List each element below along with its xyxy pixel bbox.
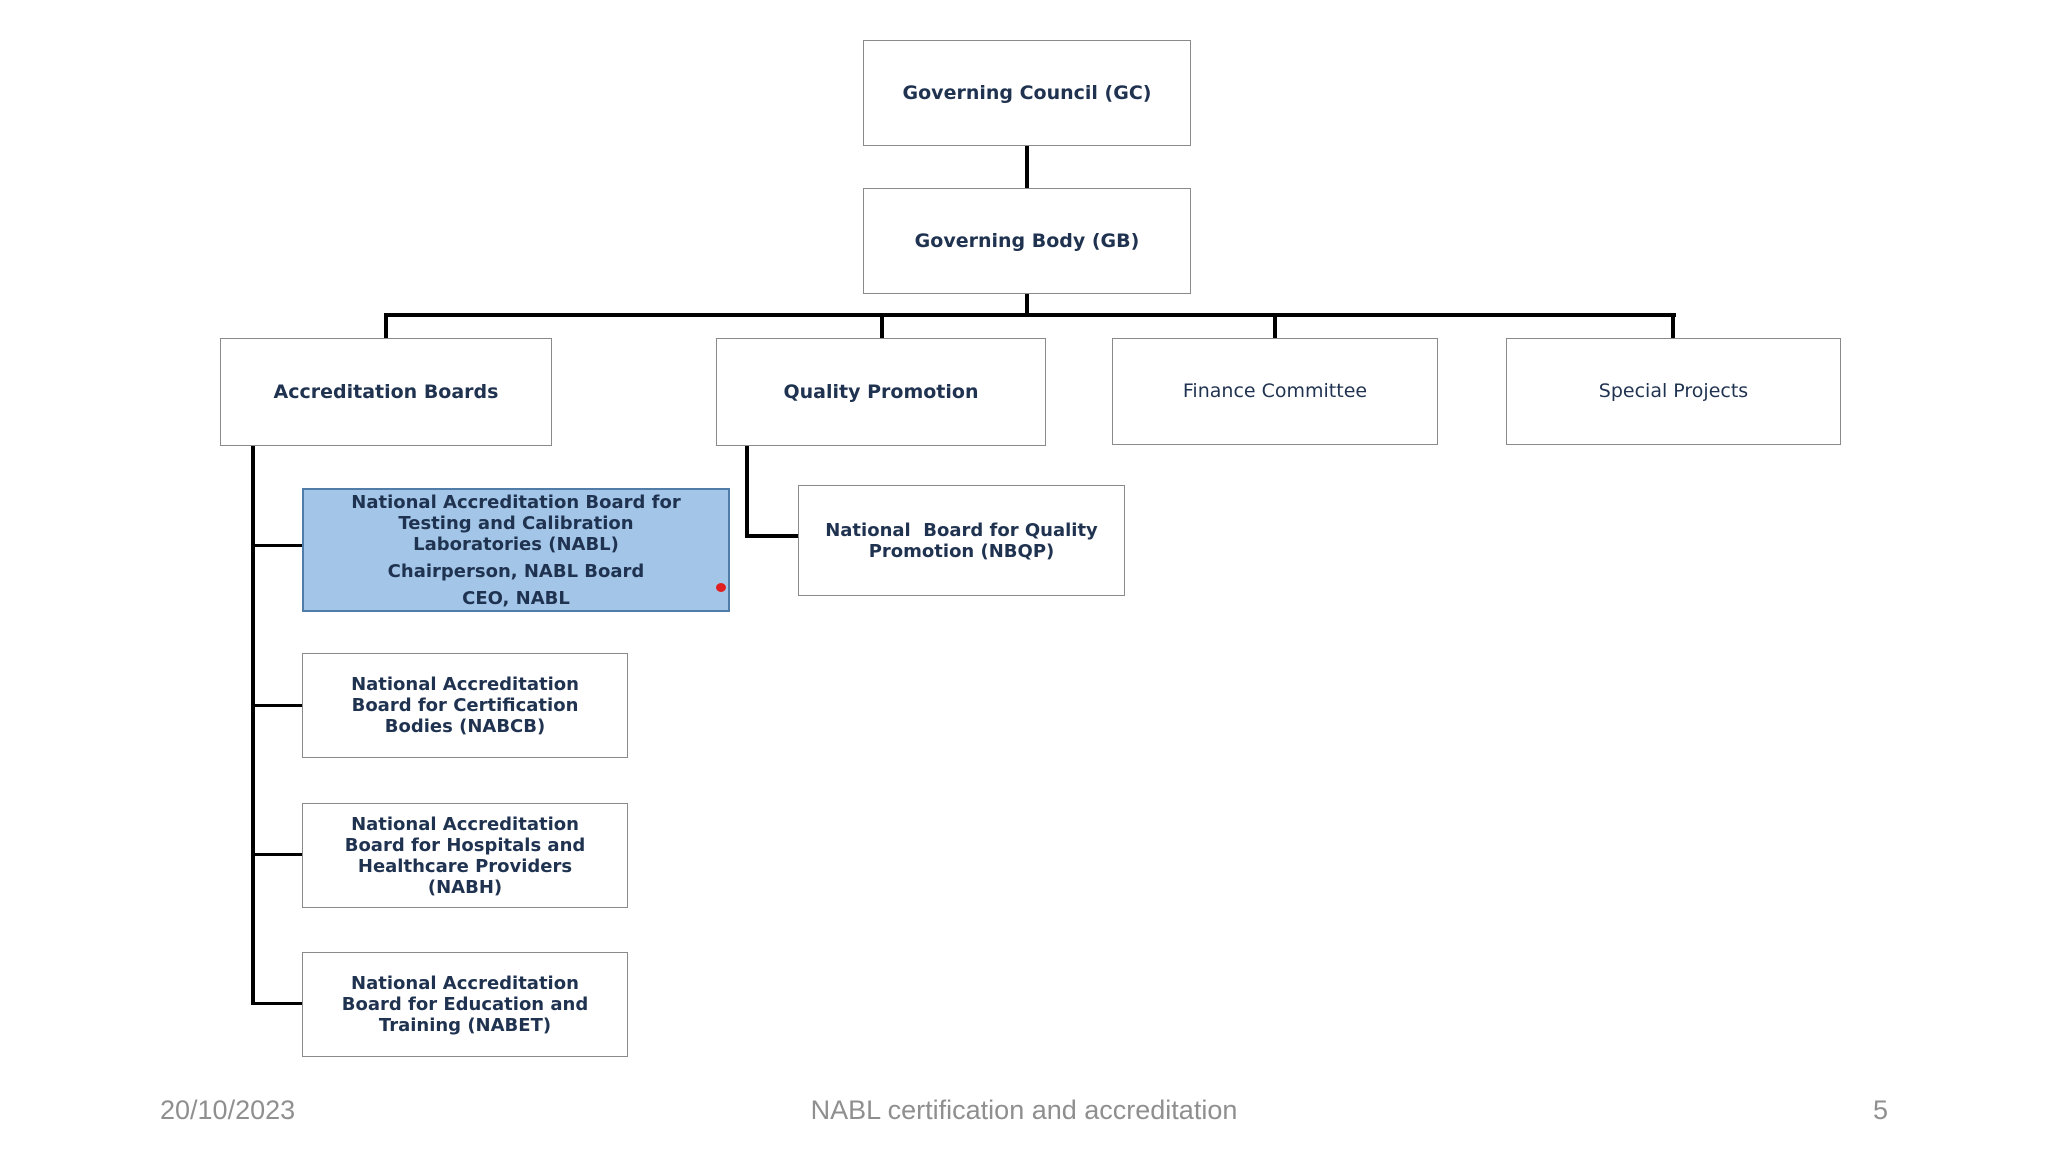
node-special-projects: Special Projects <box>1506 338 1841 445</box>
node-nabl-chairperson: Chairperson, NABL Board <box>387 560 645 582</box>
node-nabet: National Accreditation Board for Educati… <box>302 952 628 1057</box>
connector-accreditation-trunk <box>251 446 255 1005</box>
node-nabet-label: National Accreditation Board for Educati… <box>341 973 589 1036</box>
connector-drop-quality <box>880 315 884 339</box>
node-nabh-label: National Accreditation Board for Hospita… <box>344 813 586 898</box>
connector-drop-accreditation <box>384 315 388 339</box>
connector-gc-to-gb <box>1025 146 1029 188</box>
footer-date: 20/10/2023 <box>160 1095 296 1125</box>
footer-title: NABL certification and accreditation <box>810 1095 1238 1125</box>
node-accreditation-boards: Accreditation Boards <box>220 338 552 446</box>
node-finance-committee: Finance Committee <box>1112 338 1438 445</box>
node-governing-body: Governing Body (GB) <box>863 188 1191 294</box>
connector-quality-vertical <box>745 446 749 538</box>
node-governing-council: Governing Council (GC) <box>863 40 1191 146</box>
node-quality-promotion-label: Quality Promotion <box>783 380 979 403</box>
footer-page-number: 5 <box>1872 1095 1888 1125</box>
node-accreditation-boards-label: Accreditation Boards <box>273 380 499 403</box>
node-nabcb: National Accreditation Board for Certifi… <box>302 653 628 758</box>
node-nabl-title: National Accreditation Board for Testing… <box>351 491 681 555</box>
node-nbqp-label: National Board for Quality Promotion (NB… <box>825 519 1098 562</box>
node-nabl-ceo: CEO, NABL <box>462 587 570 609</box>
connector-stub-nabet <box>251 1002 302 1005</box>
red-marker-dot <box>716 583 726 592</box>
node-governing-council-label: Governing Council (GC) <box>902 81 1152 104</box>
connector-stub-nabcb <box>251 704 302 707</box>
connector-stub-nabl <box>251 544 302 547</box>
node-nabh: National Accreditation Board for Hospita… <box>302 803 628 908</box>
node-nbqp: National Board for Quality Promotion (NB… <box>798 485 1125 596</box>
connector-quality-to-nbqp <box>745 534 798 538</box>
connector-gb-to-rail <box>1025 294 1029 315</box>
node-finance-committee-label: Finance Committee <box>1182 380 1368 402</box>
connector-drop-special <box>1671 315 1675 339</box>
node-quality-promotion: Quality Promotion <box>716 338 1046 446</box>
node-nabl-highlighted: National Accreditation Board for Testing… <box>302 488 730 612</box>
node-nabcb-label: National Accreditation Board for Certifi… <box>351 674 579 737</box>
connector-drop-finance <box>1273 315 1277 339</box>
node-special-projects-label: Special Projects <box>1598 380 1749 402</box>
node-governing-body-label: Governing Body (GB) <box>914 229 1140 252</box>
connector-stub-nabh <box>251 853 302 856</box>
connector-horizontal-rail <box>384 313 1676 317</box>
